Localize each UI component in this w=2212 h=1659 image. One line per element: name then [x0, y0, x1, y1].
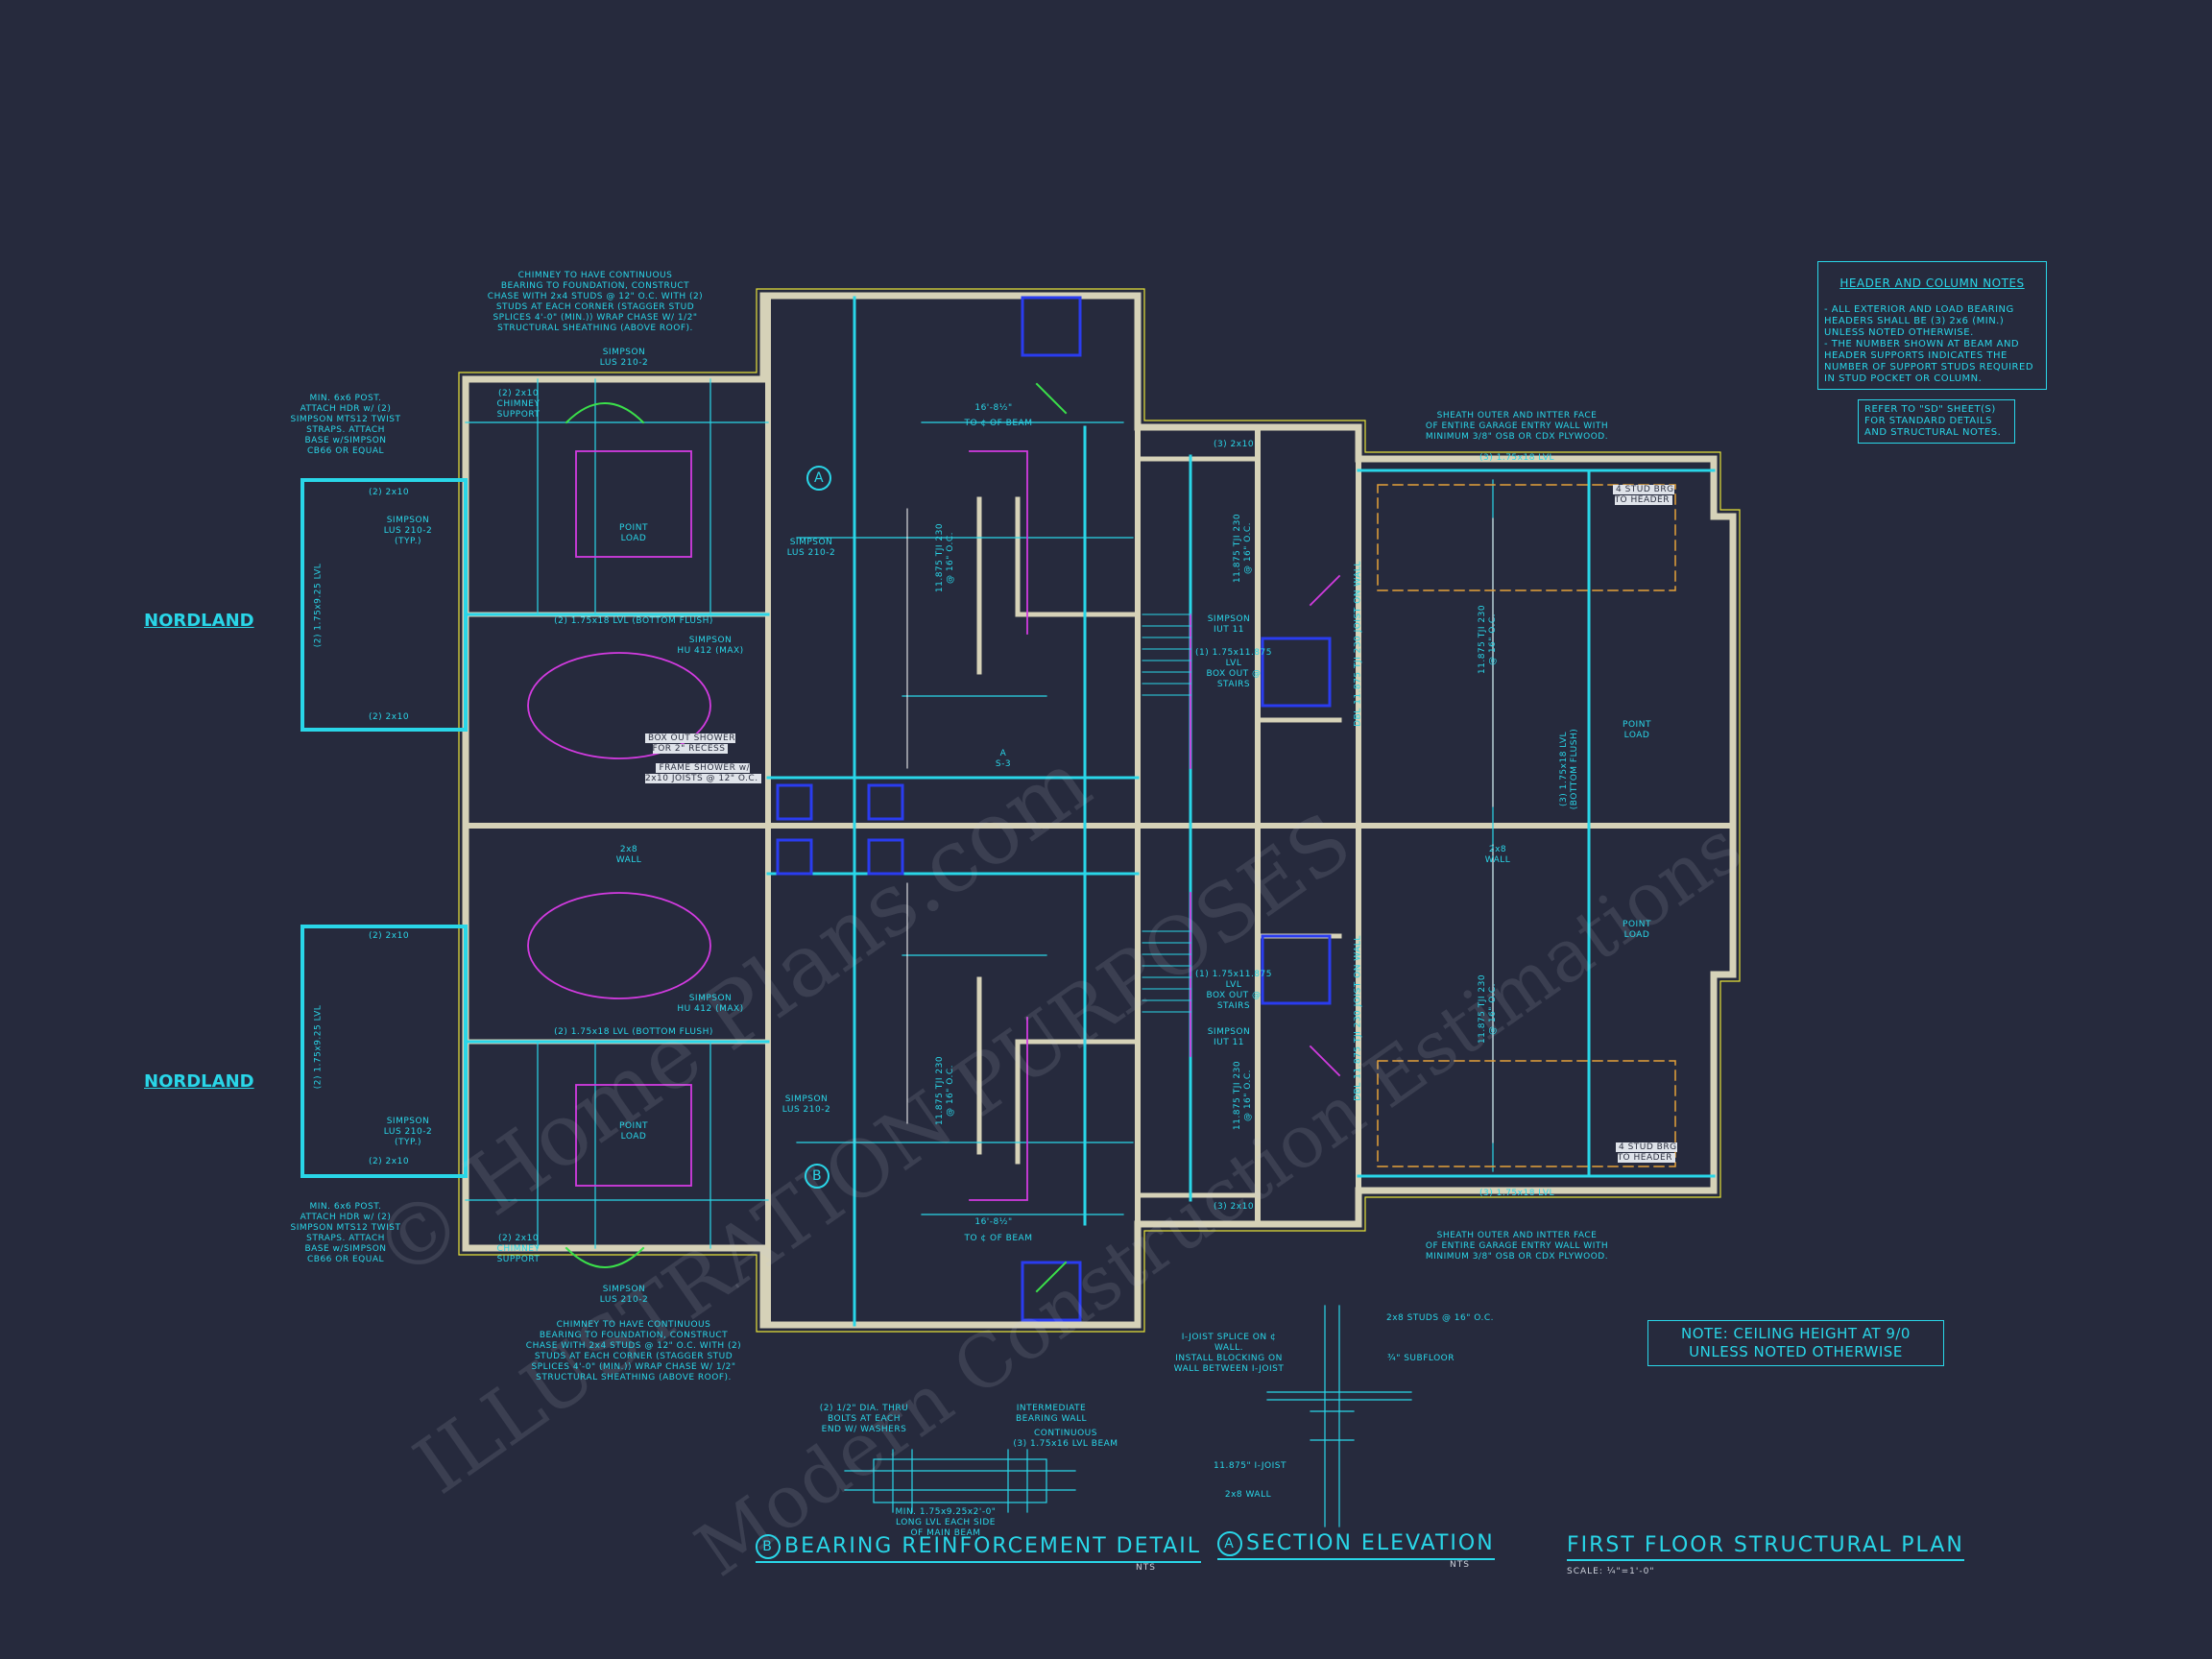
simpson-hu-bottom: SIMPSON HU 412 (MAX) — [677, 994, 744, 1014]
porch-lvl-top: (2) 1.75x9.25 LVL — [313, 563, 324, 648]
plan-title: FIRST FLOOR STRUCTURAL PLAN — [1567, 1533, 1964, 1561]
simpson-lus-top: SIMPSON LUS 210-2 — [599, 348, 649, 368]
wall-2x8-left: 2x8 WALL — [615, 845, 642, 865]
interior-bearing-walls — [463, 295, 1736, 1323]
stair-tji-bottom: 11.875 TJI 230 @ 16" O.C. — [1233, 1060, 1253, 1131]
wall-2x8-right: 2x8 WALL — [1484, 845, 1511, 865]
stair-lvl-bottom: (3) 2x10 — [1213, 1202, 1255, 1212]
chimney-support-top: (2) 2x10 CHIMNEY SUPPORT — [496, 389, 541, 420]
stud-brg-top: 4 STUD BRG TO HEADER — [1613, 485, 1674, 506]
bearing-note-wall: INTERMEDIATE BEARING WALL — [1015, 1404, 1088, 1424]
simpson-lus-mid-bottom: SIMPSON LUS 210-2 — [781, 1094, 831, 1115]
stud-brg-bottom-text: 4 STUD BRG TO HEADER — [1616, 1142, 1677, 1163]
chimney-support-bottom: (2) 2x10 CHIMNEY SUPPORT — [496, 1234, 541, 1264]
simpson-hu-top: SIMPSON HU 412 (MAX) — [677, 636, 744, 656]
dim-top: 16'-8½" — [974, 403, 1013, 413]
section-marker-a: A — [806, 466, 835, 491]
bearing-nts: NTS — [1136, 1563, 1156, 1573]
plan-scale: SCALE: ¼"=1'-0" — [1567, 1567, 1655, 1576]
simpson-iut-top: SIMPSON IUT 11 — [1207, 614, 1251, 635]
section-elevation-title-text: SECTION ELEVATION — [1246, 1531, 1495, 1555]
post-note-bottom: MIN. 6x6 POST. ATTACH HDR w/ (2) SIMPSON… — [290, 1202, 401, 1264]
section-marker-b: B — [805, 1164, 833, 1189]
point-load-1: POINT LOAD — [619, 523, 648, 543]
plumbing-fixtures — [527, 450, 1341, 1201]
nordland-label-bottom: NORDLAND — [144, 1071, 254, 1092]
nordland-label-top: NORDLAND — [144, 611, 254, 631]
section-note-studs: 2x8 STUDS @ 16" O.C. — [1386, 1313, 1494, 1323]
bearing-detail-graphic — [844, 1449, 1076, 1513]
section-b-bubble[interactable]: B — [805, 1164, 830, 1189]
tji-bottom: 11.875 TJI 230 @ 16" O.C. — [935, 1055, 955, 1126]
chimney-note-top: CHIMNEY TO HAVE CONTINUOUS BEARING TO FO… — [487, 271, 704, 333]
dbl-joist-top: DBL 11.875 TJI 230 JOIST ON WALL — [1353, 561, 1363, 727]
section-note-wall: 2x8 WALL — [1224, 1490, 1272, 1500]
header-2x10-d: (2) 2x10 — [368, 1157, 410, 1166]
garage-tji-top: 11.875 TJI 230 @ 16" O.C. — [1478, 604, 1498, 675]
header-notes-title: HEADER AND COLUMN NOTES — [1839, 276, 2025, 290]
section-note-splice: I-JOIST SPLICE ON ¢ WALL. INSTALL BLOCKI… — [1173, 1333, 1285, 1374]
post-note-top: MIN. 6x6 POST. ATTACH HDR w/ (2) SIMPSON… — [290, 394, 401, 456]
header-2x10-a: (2) 2x10 — [368, 488, 410, 497]
garage-lvl-top: (3) 1.75x18 LVL — [1479, 453, 1554, 463]
header-2x10-c: (2) 2x10 — [368, 931, 410, 941]
stair-lvl-top: (3) 2x10 — [1213, 440, 1255, 449]
section-marker-mid[interactable]: A S-3 — [995, 749, 1012, 769]
dim-bottom: 16'-8½" — [974, 1217, 1013, 1227]
section-detail-graphic — [1266, 1305, 1412, 1527]
stud-brg-bottom: 4 STUD BRG TO HEADER — [1616, 1142, 1677, 1164]
sheath-note-bottom: SHEATH OUTER AND INTTER FACE OF ENTIRE G… — [1425, 1231, 1609, 1262]
to-beam-top: TO ¢ OF BEAM — [964, 419, 1033, 428]
tji-top: 11.875 TJI 230 @ 16" O.C. — [935, 522, 955, 593]
point-load-2: POINT LOAD — [619, 1121, 648, 1142]
box-stairs-bottom: (1) 1.75x11.875 LVL BOX OUT @ STAIRS — [1195, 970, 1272, 1011]
ceiling-height-note: NOTE: CEILING HEIGHT AT 9/0 UNLESS NOTED… — [1647, 1320, 1944, 1366]
dbl-joist-bottom: DBL 11.875 TJI 230 JOIST ON WALL — [1353, 935, 1363, 1101]
box-stairs-top: (1) 1.75x11.875 LVL BOX OUT @ STAIRS — [1195, 648, 1272, 689]
box-shower-note: BOX OUT SHOWER FOR 2" RECESS — [645, 733, 735, 755]
header-column-notes: HEADER AND COLUMN NOTES - ALL EXTERIOR A… — [1817, 261, 2047, 390]
bearing-note-bolts: (2) 1/2" DIA. THRU BOLTS AT EACH END W/ … — [819, 1404, 909, 1434]
porch-lvl-bottom: (2) 1.75x9.25 LVL — [313, 1004, 324, 1090]
bearing-detail-title-text: BEARING REINFORCEMENT DETAIL — [784, 1534, 1202, 1558]
sd-sheet-note: REFER TO "SD" SHEET(S) FOR STANDARD DETA… — [1858, 399, 2015, 444]
porch-framing — [301, 478, 468, 1178]
section-nts: NTS — [1450, 1560, 1470, 1570]
simpson-iut-bottom: SIMPSON IUT 11 — [1207, 1027, 1251, 1047]
simpson-typ-bottom: SIMPSON LUS 210-2 (TYP.) — [383, 1117, 433, 1147]
section-a-bubble[interactable]: A — [806, 466, 831, 491]
beams — [464, 296, 1716, 1327]
header-2x10-b: (2) 2x10 — [368, 712, 410, 722]
simpson-lus-bottom: SIMPSON LUS 210-2 — [599, 1285, 649, 1305]
frame-shower-text: FRAME SHOWER w/ 2x10 JOISTS @ 12" O.C. — [645, 763, 761, 783]
simpson-typ-top: SIMPSON LUS 210-2 (TYP.) — [383, 516, 433, 546]
simpson-lus-mid-top: SIMPSON LUS 210-2 — [786, 538, 836, 558]
garage-tji-bottom: 11.875 TJI 230 @ 16" O.C. — [1478, 974, 1498, 1045]
point-load-4: POINT LOAD — [1623, 920, 1651, 940]
garage-lvl-bottom: (3) 1.75x18 LVL — [1479, 1189, 1554, 1198]
section-note-subfloor: ¾" SUBFLOOR — [1387, 1354, 1455, 1363]
sheath-note-top: SHEATH OUTER AND INTTER FACE OF ENTIRE G… — [1425, 411, 1609, 442]
garage-lvl-vertical: (3) 1.75x18 LVL (BOTTOM FLUSH) — [1559, 728, 1579, 810]
bottom-flush-top: (2) 1.75x18 LVL (BOTTOM FLUSH) — [554, 616, 713, 626]
stair-tji-top: 11.875 TJI 230 @ 16" O.C. — [1233, 513, 1253, 584]
frame-shower-note: FRAME SHOWER w/ 2x10 JOISTS @ 12" O.C. — [645, 763, 761, 784]
stud-brg-top-text: 4 STUD BRG TO HEADER — [1613, 485, 1674, 505]
bottom-flush-bottom: (2) 1.75x18 LVL (BOTTOM FLUSH) — [554, 1027, 713, 1037]
bearing-note-lvl: CONTINUOUS (3) 1.75x16 LVL BEAM — [1013, 1429, 1118, 1449]
exterior-walls — [462, 292, 1737, 1329]
bearing-note-min: MIN. 1.75x9.25x2'-0" LONG LVL EACH SIDE … — [895, 1507, 997, 1538]
stair-openings — [776, 296, 1332, 1322]
header-notes-body: - ALL EXTERIOR AND LOAD BEARING HEADERS … — [1824, 304, 2034, 384]
box-shower-text: BOX OUT SHOWER FOR 2" RECESS — [645, 733, 735, 754]
bearing-detail-bubble[interactable]: B — [756, 1534, 781, 1559]
to-beam-bottom: TO ¢ OF BEAM — [964, 1234, 1033, 1243]
point-load-3: POINT LOAD — [1623, 720, 1651, 740]
section-note-joist: 11.875" I-JOIST — [1214, 1461, 1286, 1471]
chimney-note-bottom: CHIMNEY TO HAVE CONTINUOUS BEARING TO FO… — [525, 1320, 742, 1382]
section-elevation-bubble[interactable]: A — [1217, 1531, 1242, 1556]
